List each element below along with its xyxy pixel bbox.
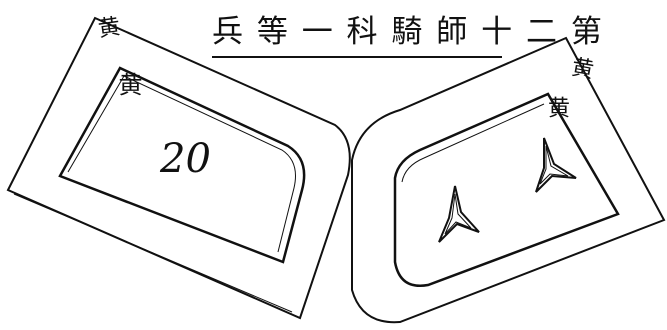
right-patch-outer-outline	[351, 36, 666, 324]
left-collar-patch	[6, 16, 351, 320]
left-outer-color-label: 黄	[92, 14, 121, 40]
title-underline	[212, 56, 502, 58]
right-patch-inner-shadow	[401, 103, 545, 183]
left-inner-color-label: 黄	[114, 72, 142, 96]
star-insignia-icon	[535, 137, 577, 193]
left-patch-inner-shadow	[67, 75, 296, 253]
right-patch-inner-frame	[393, 92, 620, 287]
left-patch-lower-edge	[13, 193, 293, 313]
left-patch-outer-outline	[6, 16, 351, 320]
diagram-title: 兵 等 一 科 騎 師 十 二 第	[212, 14, 604, 50]
regiment-number: 20	[160, 136, 211, 182]
star-insignia-icon	[438, 185, 480, 243]
right-collar-patch	[351, 36, 666, 324]
right-inner-color-label: 黄	[544, 96, 569, 118]
left-patch-inner-frame	[58, 66, 306, 264]
